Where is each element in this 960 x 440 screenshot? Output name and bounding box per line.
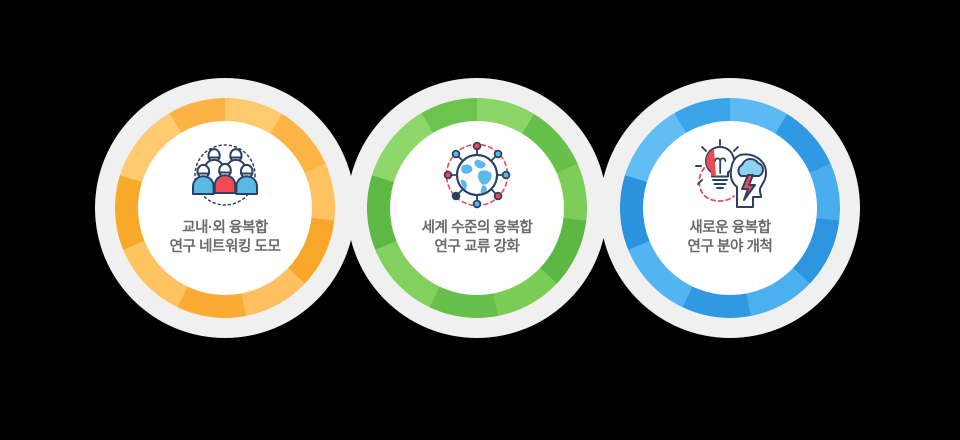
circle-content-3: 새로운 융복합 연구 분야 개척: [643, 121, 817, 295]
circle-content-2: 세계 수준의 융복합 연구 교류 강화: [390, 121, 564, 295]
circle-label-2: 세계 수준의 융복합 연구 교류 강화: [422, 219, 533, 256]
circle-card-3[interactable]: 새로운 융복합 연구 분야 개척: [600, 78, 860, 338]
head-idea-icon: [682, 139, 778, 211]
circle-content-1: 교내·외 융복합 연구 네트워킹 도모: [138, 121, 312, 295]
circle-label-3: 새로운 융복합 연구 분야 개척: [688, 219, 773, 256]
inner-disc-1: [138, 121, 312, 295]
circle-card-1[interactable]: 교내·외 융복합 연구 네트워킹 도모: [95, 78, 355, 338]
circle-label-3-line2: 연구 분야 개척: [687, 238, 773, 255]
circle-label-1-line2: 연구 네트워킹 도모: [169, 238, 281, 255]
circle-label-1: 교내·외 융복합 연구 네트워킹 도모: [170, 219, 281, 256]
circle-label-3-line1: 새로운 융복합: [689, 220, 771, 236]
globe-network-icon: [429, 139, 525, 211]
circle-label-1-line1: 교내·외 융복합: [182, 220, 268, 236]
circle-label-2-line1: 세계 수준의 융복합: [421, 220, 533, 236]
circle-card-2[interactable]: 세계 수준의 융복합 연구 교류 강화: [347, 78, 607, 338]
people-group-icon: [177, 139, 273, 211]
circle-label-2-line2: 연구 교류 강화: [434, 238, 520, 255]
